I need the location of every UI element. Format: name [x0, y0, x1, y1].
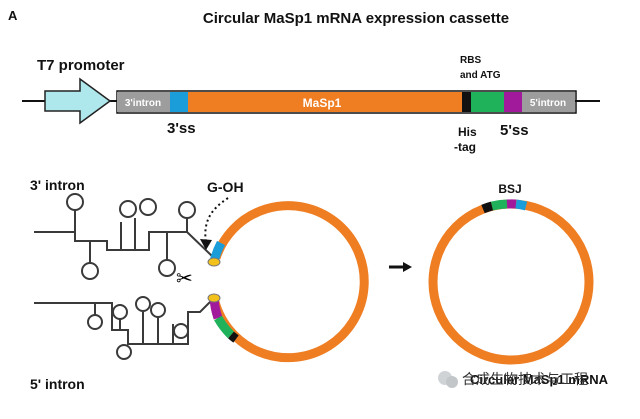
circular-mrna: BSJ Circular MaSp1 mRNA — [428, 182, 609, 387]
ss3-label: 3'ss — [167, 120, 196, 137]
segment-rbs-atg — [471, 92, 504, 112]
linear-cassette: T7 promoter 3'intron MaSp1 5'intron RBS … — [22, 55, 600, 154]
his-tag-label-line1: His — [458, 125, 477, 139]
segment-masp1 — [188, 92, 462, 112]
segment-5ss — [504, 92, 522, 112]
intron5-loop — [173, 323, 189, 339]
rbs-label-line2: and ATG — [460, 70, 501, 81]
segment-his-tag — [462, 92, 471, 112]
circle-rbs-arc — [490, 199, 508, 211]
intron3-loop — [139, 198, 157, 216]
watermark: 合成生物技术与工程 — [438, 371, 588, 388]
circular-product-label: Circular MaSp1 mRNA — [470, 372, 609, 387]
precursor-his-tag-arc — [228, 331, 239, 343]
watermark-text: 合成生物技术与工程 — [462, 372, 588, 388]
circular-masp1-ring — [428, 199, 594, 365]
intron5-loop — [87, 314, 103, 330]
circle-his-tag-arc — [481, 201, 494, 214]
g-oh-arrowhead-icon — [200, 239, 212, 250]
arrow-right-icon — [403, 262, 412, 272]
precursor-rbs-arc — [214, 315, 235, 339]
figure-title: Circular MaSp1 mRNA expression cassette — [203, 10, 509, 27]
g-oh-attack-arrow — [204, 197, 229, 244]
intron5-loop — [135, 296, 151, 312]
intron5-loop — [116, 344, 132, 360]
g-oh-label: G-OH — [207, 179, 244, 195]
circle-3ss-arc — [515, 199, 528, 211]
segment-5-intron-label: 5'intron — [530, 98, 566, 109]
t7-promoter-label: T7 promoter — [37, 57, 125, 74]
intron3-title: 3' intron — [30, 177, 85, 193]
reaction-arrow — [389, 262, 412, 272]
intron3-loop — [81, 262, 99, 280]
scissors-icon: ✂ — [176, 266, 193, 290]
exon-end-5-icon — [207, 293, 221, 303]
segment-masp1-label: MaSp1 — [303, 96, 342, 110]
exon-end-3-icon — [207, 257, 221, 267]
segment-3ss — [170, 92, 188, 112]
segment-3-intron-label: 3'intron — [125, 98, 161, 109]
t7-promoter-arrow-icon — [44, 77, 112, 125]
back-splicing-diagram: 3' intron 5' intron G-OH ✂ — [30, 177, 369, 392]
wechat-logo-icon — [446, 376, 458, 388]
intron5-loop — [150, 302, 166, 318]
intron5-loop — [112, 304, 128, 320]
bsj-label: BSJ — [498, 182, 521, 196]
intron3-loop — [119, 200, 137, 218]
precursor-masp1-arc — [209, 201, 369, 363]
intron3-loop — [178, 201, 196, 219]
intron3-rna-strand — [34, 206, 213, 266]
rbs-label-line1: RBS — [460, 55, 481, 66]
segment-5-intron — [522, 92, 575, 112]
intron3-loop — [158, 259, 176, 277]
ss5-label: 5'ss — [500, 122, 529, 139]
intron3-loop — [66, 193, 84, 211]
panel-label: A — [8, 8, 18, 23]
intron5-rna-strand — [34, 299, 213, 345]
segment-3-intron — [117, 92, 170, 112]
his-tag-label-line2: -tag — [454, 140, 476, 154]
intron5-title: 5' intron — [30, 376, 85, 392]
